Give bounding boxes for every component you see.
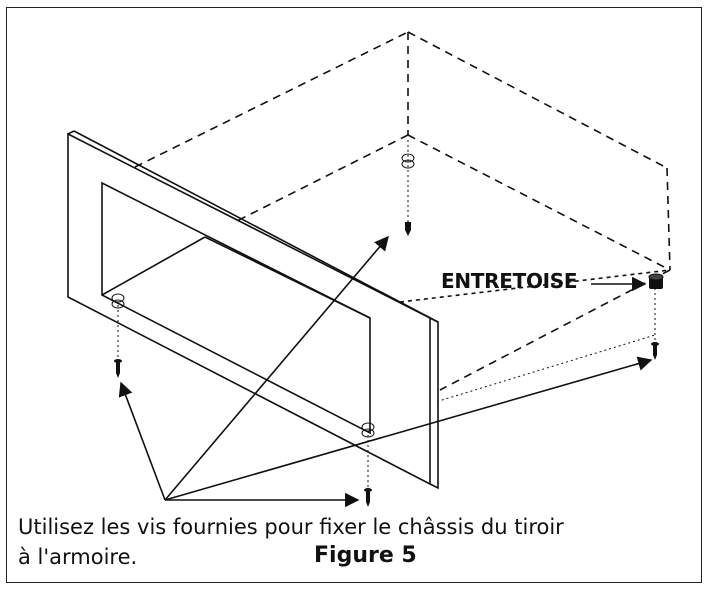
screw-guide-lines [117,140,656,490]
spacer-part [648,273,664,289]
caption-line-1: Utilisez les vis fournies pour fixer le … [18,515,564,539]
pointer-arrows [118,235,653,508]
screw-right [651,342,659,360]
figure-title: Figure 5 [314,543,417,568]
screw-left [114,359,122,378]
spacer-label: ENTRETOISE [441,269,578,293]
caption-line-2: à l'armoire. [18,545,138,569]
instruction-caption: Utilisez les vis fournies pour fixer le … [18,512,678,572]
screw-top [405,222,411,236]
screw-bottom [364,488,372,507]
drawer-front-panel [67,130,439,490]
